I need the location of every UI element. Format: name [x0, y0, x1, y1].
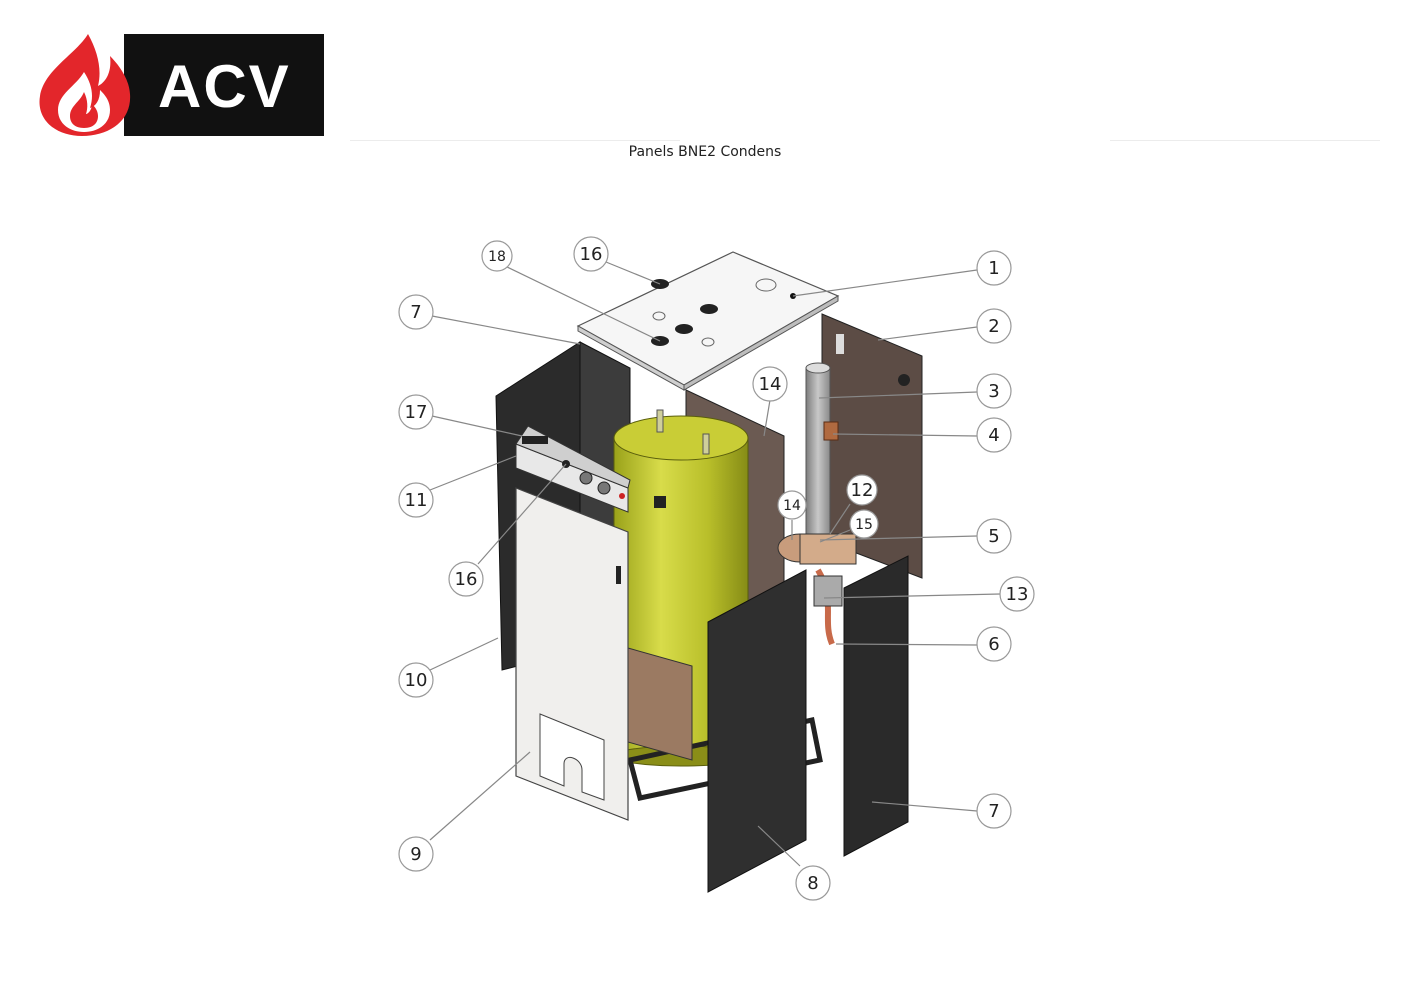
- callout-label: 16: [455, 569, 478, 590]
- callout-16-top: 16: [573, 236, 609, 272]
- callout-13: 13: [999, 576, 1035, 612]
- callout-11: 11: [398, 482, 434, 518]
- callout-14-top: 14: [752, 366, 788, 402]
- callout-17: 17: [398, 394, 434, 430]
- inner-access-plate: [627, 647, 693, 761]
- callout-6: 6: [976, 626, 1012, 662]
- callout-label: 13: [1006, 584, 1029, 605]
- flame-icon: [39, 34, 131, 136]
- callout-3: 3: [976, 373, 1012, 409]
- page-title: Panels BNE2 Condens: [628, 144, 782, 160]
- callout-label: 14: [783, 498, 801, 514]
- front-right-panel: [707, 569, 807, 893]
- callout-label: 14: [759, 374, 782, 395]
- callout-18: 18: [481, 240, 513, 272]
- callout-label: 11: [405, 490, 428, 511]
- callout-label: 16: [580, 244, 603, 265]
- callout-label: 6: [988, 634, 999, 655]
- callout-7-right: 7: [976, 793, 1012, 829]
- callout-label: 8: [807, 873, 818, 894]
- callout-10: 10: [398, 662, 434, 698]
- callout-1: 1: [976, 250, 1012, 286]
- callout-label: 3: [988, 381, 999, 402]
- callout-label: 15: [855, 517, 873, 533]
- flue-pipe: [805, 362, 839, 539]
- callout-label: 10: [405, 670, 428, 691]
- callout-label: 7: [988, 801, 999, 822]
- callout-2: 2: [976, 308, 1012, 344]
- callout-4: 4: [976, 417, 1012, 453]
- callout-label: 7: [410, 302, 421, 323]
- callout-5: 5: [976, 518, 1012, 554]
- header-rule-right: [1110, 140, 1380, 141]
- callout-label: 18: [488, 249, 506, 265]
- callout-label: 17: [405, 402, 428, 423]
- callouts: 1 2 3 4 5 6 7 7 8 9 10 11 12 13 14 14 15…: [398, 236, 1035, 901]
- callout-14-small: 14: [777, 490, 807, 520]
- callout-label: 1: [988, 258, 999, 279]
- callout-label: 12: [851, 480, 874, 501]
- callout-12: 12: [846, 474, 878, 506]
- callout-7-left: 7: [398, 294, 434, 330]
- logo-bar: [124, 34, 324, 136]
- header-rule-left: [350, 140, 680, 141]
- front-lower-panel: [515, 487, 629, 821]
- logo-text: ACV: [158, 53, 291, 120]
- callout-label: 9: [410, 844, 421, 865]
- callout-15: 15: [849, 509, 879, 539]
- acv-logo: ACV: [36, 32, 326, 138]
- callout-16-left: 16: [448, 561, 484, 597]
- right-front-panel: [843, 555, 909, 857]
- control-panel: [515, 425, 631, 513]
- leader-lines: [429, 261, 1001, 867]
- callout-8: 8: [795, 865, 831, 901]
- callout-label: 5: [988, 526, 999, 547]
- callout-label: 4: [988, 425, 999, 446]
- callout-9: 9: [398, 836, 434, 872]
- callout-label: 2: [988, 316, 999, 337]
